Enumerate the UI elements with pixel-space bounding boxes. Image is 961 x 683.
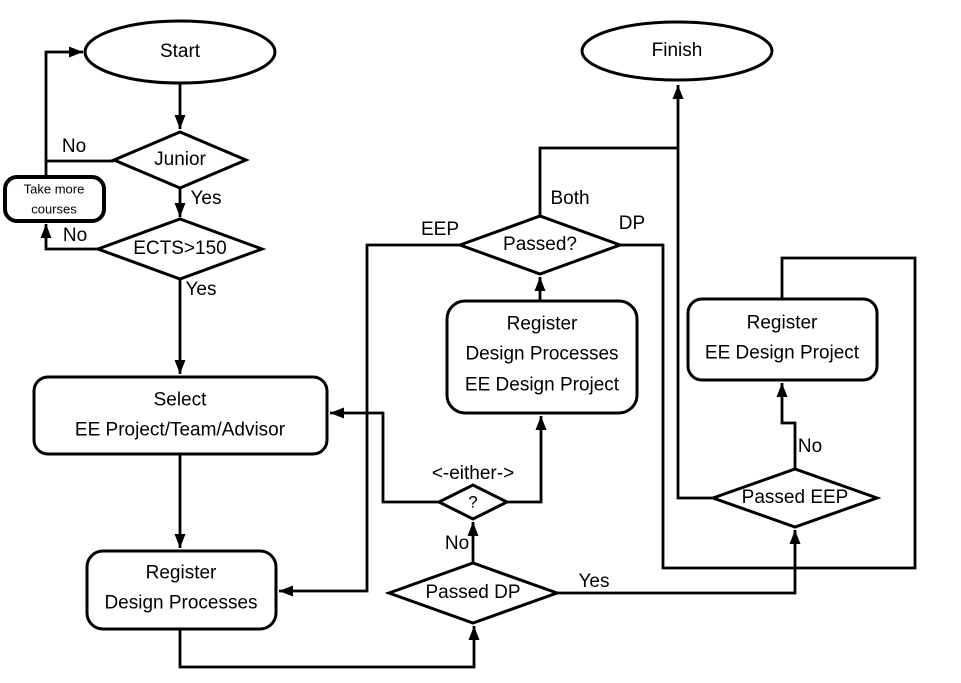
edge-label-ects-yes: Yes (185, 278, 217, 300)
edge-label-ects-no: No (62, 224, 88, 246)
node-passed-eep-label: Passed EEP (741, 486, 849, 508)
node-junior-label: Junior (154, 148, 206, 170)
edge-label-dp: DP (618, 212, 646, 234)
node-junior-shape (110, 130, 250, 190)
edge-label-both: Both (550, 187, 590, 209)
edge-either-to-select-project (330, 407, 439, 504)
edge-label-junior-no: No (61, 135, 87, 157)
node-ects-label: ECTS>150 (133, 237, 227, 259)
node-register-dp-shape (85, 549, 278, 631)
node-passed-dp-label: Passed DP (425, 581, 521, 603)
edge-label-passed-eep-no: No (797, 435, 823, 457)
node-register-dp-label: Register Design Processes (104, 562, 258, 614)
edge-passed-eep-no-to-register-eedp (776, 383, 797, 469)
node-finish-label: Finish (651, 39, 703, 61)
edge-ects-no-to-take-more-courses (40, 224, 98, 251)
edge-take-more-courses-to-start (44, 46, 83, 177)
edge-label-passed-dp-yes: Yes (578, 570, 610, 592)
node-take-more-courses-shape (3, 175, 106, 223)
edge-label-eep: EEP (420, 218, 460, 240)
edge-either-to-register-dp-eedp (507, 416, 547, 504)
node-ects-shape (93, 217, 267, 281)
node-register-dp-eedp-label: Register Design Processes EE Design Proj… (464, 313, 620, 396)
edge-label-passed-dp-no: No (444, 532, 470, 554)
node-start-label: Start (159, 40, 201, 62)
edge-label-either-note: <-either-> (431, 462, 515, 484)
node-passed-eep-shape (708, 467, 882, 529)
node-select-project-label: Select EE Project/Team/Advisor (74, 389, 286, 441)
node-finish-shape (580, 20, 774, 82)
edge-passed-eep-to-finish (672, 85, 713, 500)
edge-passed-q-eep-to-register-dp (279, 243, 460, 597)
edge-passed-dp-yes-to-passed-eep (557, 530, 801, 595)
node-take-more-courses-label: Take more courses (23, 181, 85, 217)
edge-register-dp-to-passed-dp (178, 626, 480, 669)
node-register-eedp-label: Register EE Design Project (704, 312, 860, 364)
edge-passed-q-dp-to-register-eedp (620, 243, 917, 570)
node-passed-q-label: Passed? (503, 233, 577, 255)
edge-label-junior-yes: Yes (190, 187, 222, 209)
node-register-dp-eedp-shape (445, 299, 639, 415)
node-either-q-label: ? (468, 492, 478, 512)
edge-passed-q-both-to-finish (538, 146, 678, 216)
